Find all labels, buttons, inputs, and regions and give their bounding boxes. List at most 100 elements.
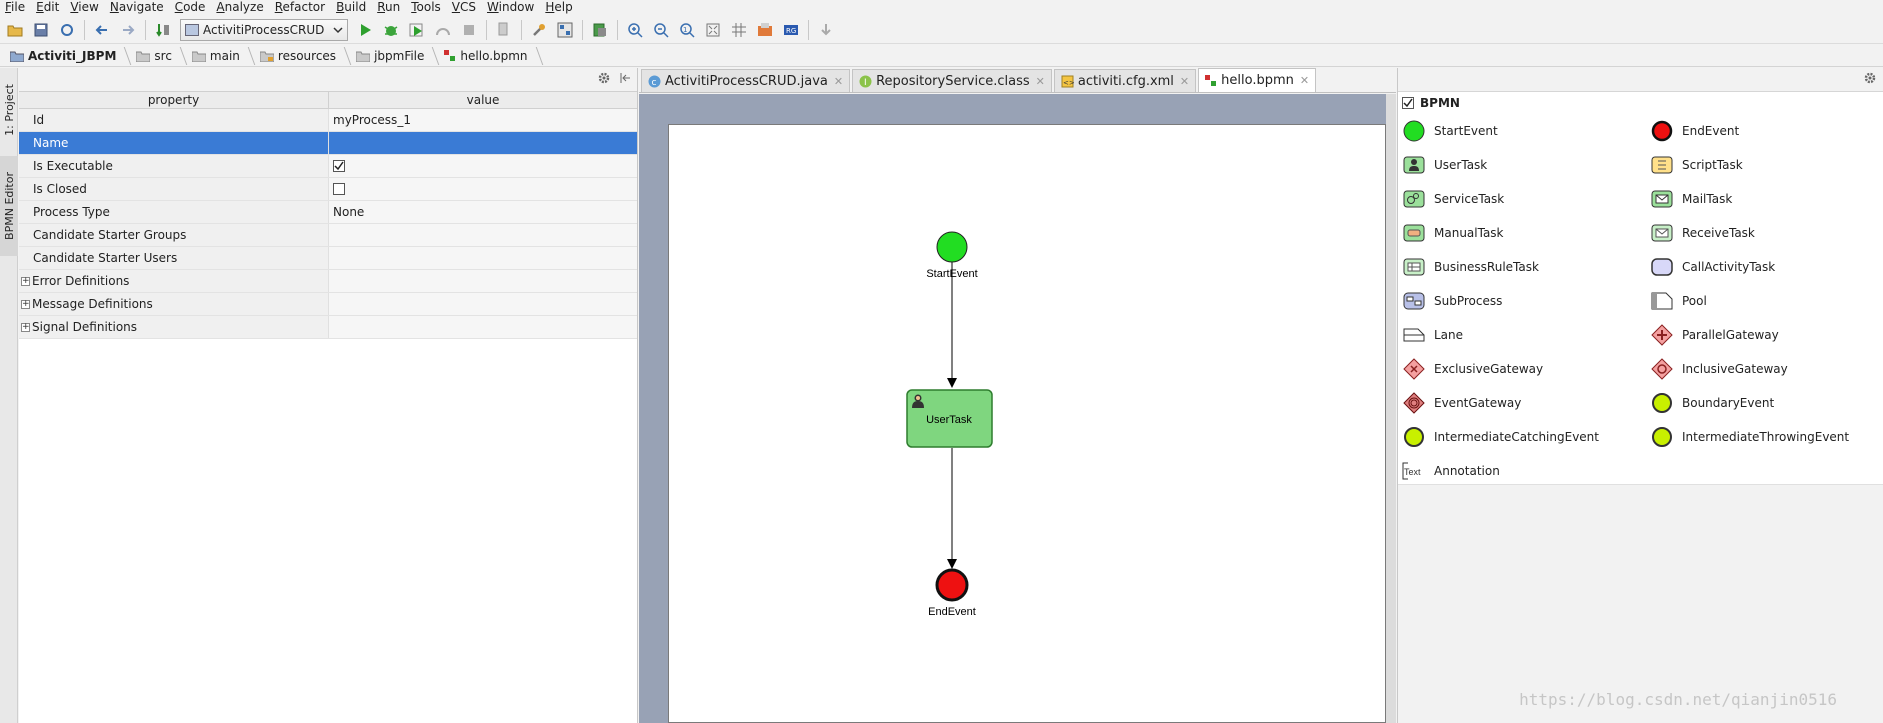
layout-graph-icon[interactable]: RG: [780, 19, 802, 41]
close-icon[interactable]: ✕: [1299, 74, 1310, 87]
vcs-update-icon[interactable]: [815, 19, 837, 41]
start-event-node[interactable]: [936, 231, 968, 263]
close-icon[interactable]: ✕: [833, 74, 844, 88]
expand-icon[interactable]: +: [21, 298, 30, 309]
bpmn-diagram-canvas[interactable]: StartEvent UserTask EndEvent: [668, 124, 1386, 723]
property-value-process-type[interactable]: None: [329, 201, 637, 223]
stop-icon[interactable]: [458, 19, 480, 41]
palette-item-business-rule-task[interactable]: BusinessRuleTask: [1398, 250, 1539, 284]
palette-item-start-event[interactable]: StartEvent: [1398, 114, 1498, 148]
menu-tools[interactable]: Tools: [411, 0, 441, 14]
save-icon[interactable]: [30, 19, 52, 41]
property-row-error-definitions[interactable]: +Error Definitions: [19, 270, 637, 293]
palette-item-event-gateway[interactable]: EventGateway: [1398, 386, 1521, 420]
zoom-in-icon[interactable]: [624, 19, 646, 41]
editor-tab-hello-bpmn[interactable]: hello.bpmn ✕: [1198, 68, 1317, 92]
breadcrumb-main[interactable]: main: [188, 49, 244, 63]
run-configuration-select[interactable]: ActivitiProcessCRUD: [180, 18, 348, 41]
menu-refactor[interactable]: Refactor: [274, 0, 326, 14]
editor-tab-repositoryservice[interactable]: I RepositoryService.class ✕: [852, 69, 1052, 92]
header-value[interactable]: value: [466, 93, 500, 107]
expand-icon[interactable]: +: [21, 321, 30, 332]
menu-run[interactable]: Run: [377, 0, 401, 14]
header-property[interactable]: property: [19, 92, 329, 108]
property-row-id[interactable]: Id myProcess_1: [19, 109, 637, 132]
menu-analyze[interactable]: Analyze: [216, 0, 264, 14]
property-value-candidate-starter-groups[interactable]: [329, 224, 637, 246]
palette-group-checkbox[interactable]: [1402, 97, 1414, 109]
menu-code[interactable]: Code: [174, 0, 206, 14]
forward-icon[interactable]: [117, 19, 139, 41]
palette-item-intermediate-throwing-event[interactable]: IntermediateThrowingEvent: [1646, 420, 1849, 454]
breadcrumb-jbpmfile[interactable]: jbpmFile: [352, 49, 428, 63]
user-task-node[interactable]: [906, 389, 993, 448]
menu-build[interactable]: Build: [336, 0, 367, 14]
open-folder-icon[interactable]: [4, 19, 26, 41]
palette-item-subprocess[interactable]: SubProcess: [1398, 284, 1502, 318]
breadcrumb-project[interactable]: Activiti_JBPM: [6, 49, 120, 63]
property-row-name[interactable]: Name: [19, 132, 637, 155]
property-value-candidate-starter-users[interactable]: [329, 247, 637, 269]
palette-item-receive-task[interactable]: ReceiveTask: [1646, 216, 1755, 250]
property-row-signal-definitions[interactable]: +Signal Definitions: [19, 316, 637, 339]
is-closed-checkbox[interactable]: [333, 183, 345, 195]
palette-item-exclusive-gateway[interactable]: ExclusiveGateway: [1398, 352, 1543, 386]
close-icon[interactable]: ✕: [1179, 74, 1190, 88]
export-image-icon[interactable]: [754, 19, 776, 41]
menu-vcs[interactable]: VCS: [451, 0, 477, 14]
expand-icon[interactable]: +: [21, 275, 30, 286]
debug-icon[interactable]: [380, 19, 402, 41]
run-icon[interactable]: [354, 19, 376, 41]
property-row-candidate-starter-users[interactable]: Candidate Starter Users: [19, 247, 637, 270]
attach-debugger-icon[interactable]: [493, 19, 515, 41]
palette-item-manual-task[interactable]: ManualTask: [1398, 216, 1504, 250]
palette-item-inclusive-gateway[interactable]: InclusiveGateway: [1646, 352, 1788, 386]
property-value-name[interactable]: [329, 132, 637, 154]
palette-item-service-task[interactable]: ServiceTask: [1398, 182, 1504, 216]
breadcrumb-resources[interactable]: resources: [256, 49, 340, 63]
sdk-manager-icon[interactable]: [589, 19, 611, 41]
palette-item-pool[interactable]: Pool: [1646, 284, 1707, 318]
palette-item-lane[interactable]: Lane: [1398, 318, 1463, 352]
editor-tab-activiti-cfg[interactable]: <> activiti.cfg.xml ✕: [1053, 69, 1197, 92]
close-icon[interactable]: ✕: [1035, 74, 1045, 88]
hide-panel-icon[interactable]: [619, 72, 631, 87]
back-icon[interactable]: [91, 19, 113, 41]
menu-help[interactable]: Help: [545, 0, 573, 14]
menu-navigate[interactable]: Navigate: [109, 0, 164, 14]
menu-window[interactable]: Window: [487, 0, 535, 14]
property-row-message-definitions[interactable]: +Message Definitions: [19, 293, 637, 316]
palette-item-script-task[interactable]: ScriptTask: [1646, 148, 1743, 182]
sync-icon[interactable]: [56, 19, 78, 41]
run-coverage-icon[interactable]: [406, 19, 428, 41]
fit-content-icon[interactable]: [702, 19, 724, 41]
property-row-process-type[interactable]: Process Type None: [19, 201, 637, 224]
breadcrumb-file[interactable]: hello.bpmn: [440, 49, 531, 63]
settings-wrench-icon[interactable]: [528, 19, 550, 41]
menu-view[interactable]: View: [70, 0, 99, 14]
palette-item-call-activity-task[interactable]: CallActivityTask: [1646, 250, 1775, 284]
menu-edit[interactable]: Edit: [36, 0, 60, 14]
palette-item-user-task[interactable]: UserTask: [1398, 148, 1487, 182]
grid-icon[interactable]: [728, 19, 750, 41]
canvas-vertical-scrollbar[interactable]: [1386, 94, 1396, 723]
tool-tab-project[interactable]: 1: Project: [0, 72, 18, 148]
property-row-is-executable[interactable]: Is Executable: [19, 155, 637, 178]
editor-tab-activitiprocesscrud[interactable]: c ActivitiProcessCRUD.java ✕: [641, 69, 851, 92]
menu-file[interactable]: File: [5, 0, 26, 14]
palette-group-header[interactable]: BPMN: [1398, 92, 1883, 114]
palette-item-parallel-gateway[interactable]: ParallelGateway: [1646, 318, 1779, 352]
palette-item-end-event[interactable]: EndEvent: [1646, 114, 1739, 148]
palette-item-boundary-event[interactable]: BoundaryEvent: [1646, 386, 1774, 420]
property-row-candidate-starter-groups[interactable]: Candidate Starter Groups: [19, 224, 637, 247]
end-event-node[interactable]: [935, 568, 969, 602]
palette-item-intermediate-catching-event[interactable]: IntermediateCatchingEvent: [1398, 420, 1599, 454]
palette-item-mail-task[interactable]: MailTask: [1646, 182, 1732, 216]
gear-icon[interactable]: [597, 71, 611, 88]
property-value-id[interactable]: myProcess_1: [329, 109, 637, 131]
profile-icon[interactable]: [432, 19, 454, 41]
actual-size-icon[interactable]: 1: [676, 19, 698, 41]
palette-item-annotation[interactable]: Text Annotation: [1398, 454, 1500, 488]
zoom-out-icon[interactable]: [650, 19, 672, 41]
make-project-icon[interactable]: [152, 19, 174, 41]
